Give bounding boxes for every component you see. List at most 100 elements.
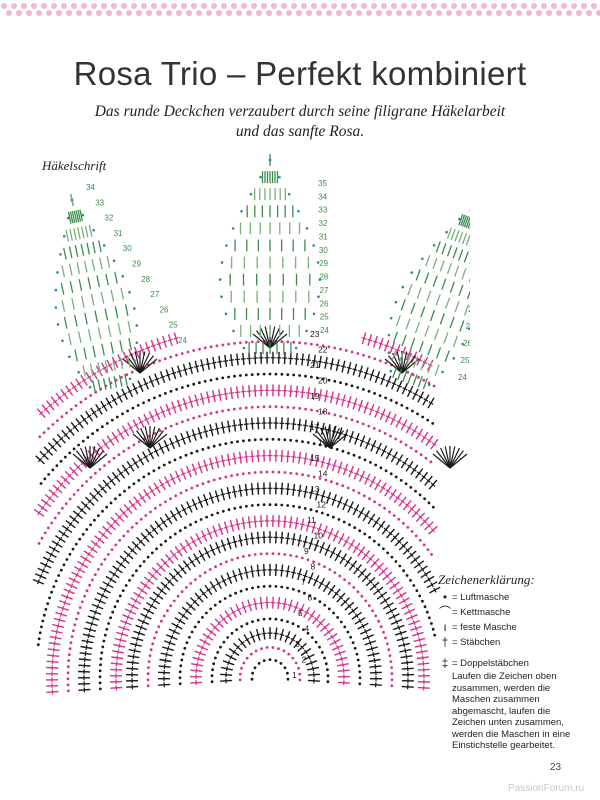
chain-stitch-mark: [348, 523, 351, 527]
stitch-crossbar: [196, 537, 202, 541]
chain-stitch-mark: [197, 620, 201, 624]
chain-stitch-mark: [262, 585, 266, 588]
dot-icon: •: [442, 590, 448, 604]
chain-stitch-mark: [112, 456, 116, 460]
chain-stitch-mark: [335, 482, 339, 486]
stitch-crossbar: [58, 536, 63, 542]
chain-stitch-mark: [203, 346, 207, 350]
chain-stitch-mark: [180, 352, 184, 355]
chain-stitch-mark: [316, 409, 319, 413]
chain-stitch-mark: [183, 526, 187, 529]
chain-stitch-mark: [298, 678, 302, 682]
stitch-crossbar: [210, 584, 216, 589]
stitch-crossbar: [158, 446, 164, 451]
leaf-edge-dot: [297, 210, 300, 213]
stitch-crossbar: [294, 390, 300, 393]
chain-stitch-mark: [280, 340, 284, 343]
leaf-edge-dot: [394, 300, 398, 304]
stitch-crossbar: [243, 423, 249, 425]
leaf-stitch-mark: [427, 361, 433, 374]
border-dot: [151, 3, 157, 9]
stitch-crossbar: [152, 598, 157, 604]
fan-stitch-mark: [329, 427, 340, 449]
chain-stitch-mark: [188, 635, 191, 639]
stitch-crossbar: [96, 604, 100, 610]
chain-stitch-mark: [377, 543, 381, 547]
stitch-crossbar: [79, 507, 84, 513]
stitch-crossbar: [63, 600, 67, 606]
leaf-stitch-mark: [392, 331, 398, 344]
chain-stitch-mark: [253, 553, 257, 556]
stitch-crossbar: [409, 506, 415, 512]
chain-stitch-mark: [427, 501, 431, 505]
stitch-crossbar: [180, 472, 186, 476]
stitch-crossbar: [411, 467, 417, 472]
stitch-crossbar: [153, 449, 159, 453]
border-dot: [141, 3, 147, 9]
leaf-stitch-mark: [452, 335, 459, 348]
row-number-label: 19: [310, 391, 320, 401]
chain-stitch-mark: [60, 415, 64, 419]
border-dot: [571, 3, 577, 9]
fan-stitch-mark: [384, 358, 403, 374]
chain-stitch-mark: [429, 460, 433, 464]
stitch-crossbar: [316, 527, 322, 531]
stitch-crossbar: [53, 641, 56, 647]
chain-stitch-mark: [101, 645, 105, 649]
stitch-crossbar: [309, 613, 315, 618]
leaf-stitch-mark: [113, 375, 118, 388]
chain-stitch-mark: [283, 438, 287, 442]
stitch-crossbar: [154, 412, 160, 416]
fan-stitch-mark: [269, 333, 288, 349]
chain-stitch-mark: [422, 378, 426, 382]
leaf-stitch-mark: [468, 277, 470, 283]
chain-stitch-mark: [103, 633, 107, 637]
stitch-crossbar: [54, 440, 60, 445]
border-dot: [376, 10, 382, 16]
chain-stitch-mark: [194, 578, 197, 581]
fan-stitch-mark: [329, 430, 344, 449]
stitch-crossbar: [199, 553, 205, 558]
stitch-crossbar: [322, 625, 328, 630]
leaf-stitch-mark: [420, 306, 426, 318]
chain-stitch-mark: [245, 622, 249, 626]
stitch-crossbar: [226, 576, 232, 580]
stitch-crossbar: [357, 404, 364, 407]
border-dot: [46, 10, 52, 16]
leaf-edge-dot: [88, 385, 92, 389]
chain-stitch-mark: [353, 646, 357, 650]
chain-stitch-mark: [210, 680, 214, 684]
stitch-crossbar: [385, 573, 390, 579]
chain-stitch-mark: [289, 471, 293, 475]
chain-stitch-mark: [221, 509, 225, 513]
right-leaf-row-number: 25: [461, 356, 470, 365]
stitch-crossbar: [36, 579, 40, 585]
chain-stitch-mark: [178, 682, 182, 686]
stitch-crossbar: [296, 539, 303, 542]
leaf-edge-dot: [467, 327, 470, 330]
chain-stitch-mark: [389, 398, 393, 402]
border-dot: [566, 10, 572, 16]
stitch-crossbar: [418, 637, 421, 643]
chain-stitch-mark: [85, 589, 89, 593]
chain-stitch-mark: [157, 466, 161, 470]
stitch-crossbar: [399, 593, 403, 599]
border-dot: [551, 3, 557, 9]
chain-stitch-mark: [271, 552, 275, 555]
border-dot: [186, 10, 192, 16]
stitch-crossbar: [203, 464, 209, 467]
border-dot: [386, 10, 392, 16]
stitch-crossbar: [422, 519, 428, 524]
chain-stitch-mark: [135, 569, 138, 573]
stitch-crossbar: [90, 546, 95, 552]
chain-stitch-mark: [339, 381, 342, 385]
chain-stitch-mark: [118, 594, 122, 598]
stitch-crossbar: [72, 517, 77, 522]
leaf-stitch-mark: [452, 247, 458, 259]
chain-stitch-mark: [414, 534, 418, 538]
chain-stitch-mark: [91, 432, 94, 436]
fan-stitch-mark: [80, 447, 91, 469]
row-number-label: 2: [302, 655, 307, 665]
stitch-crossbar: [39, 411, 44, 416]
subtitle-line-1: Das runde Deckchen verzaubert durch sein…: [94, 103, 506, 120]
